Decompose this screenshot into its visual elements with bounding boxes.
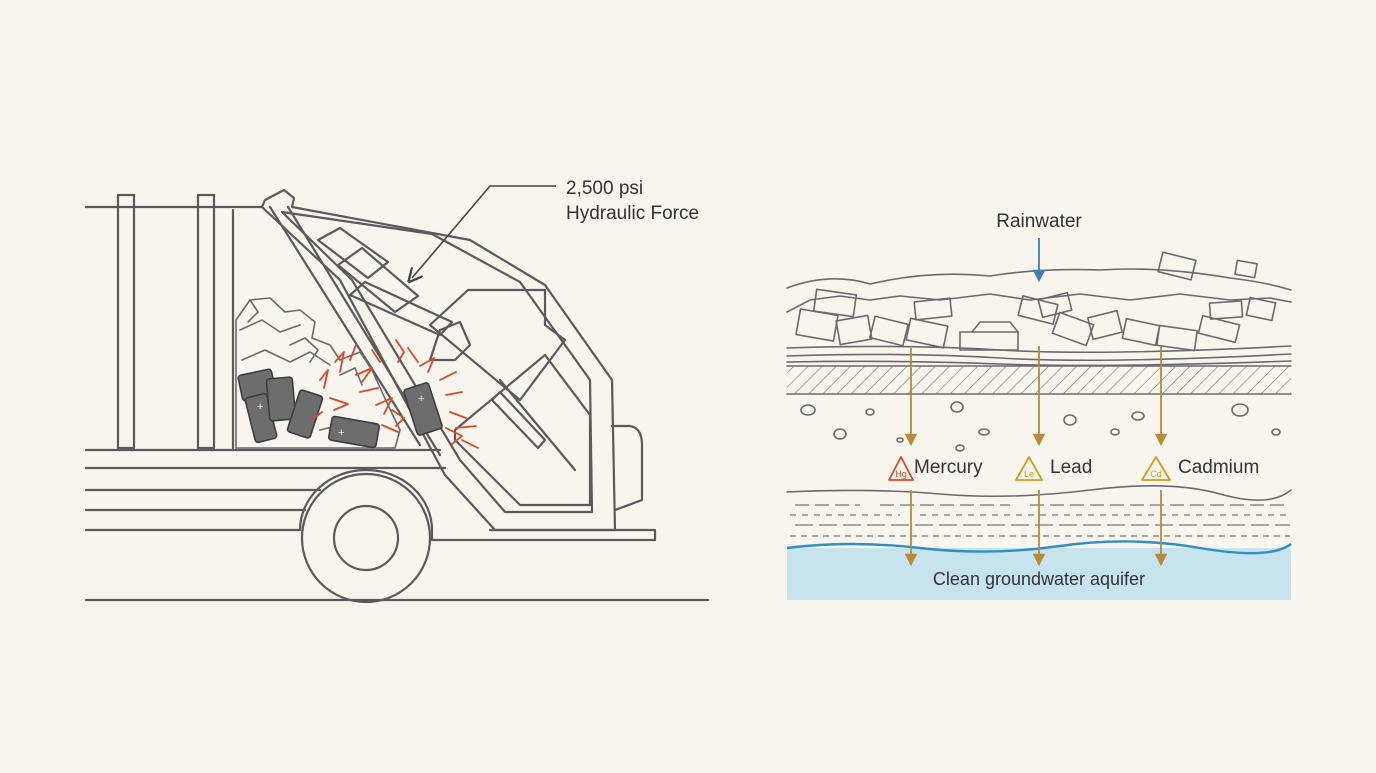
stratum-line-3 <box>786 360 1292 367</box>
battery-plus-2: + <box>338 427 344 439</box>
wheel <box>300 472 432 604</box>
packer-blade-joint <box>428 320 472 362</box>
wheel-hub <box>332 504 400 572</box>
tailgate-inner <box>280 210 594 514</box>
force-label-line1: 2,500 psi <box>566 178 643 199</box>
hazard-triangle-icon <box>1141 456 1171 481</box>
packer-blade <box>268 205 422 447</box>
contaminant-lead: Le Lead <box>1015 456 1092 481</box>
contaminant-cadmium: Cd Cadmium <box>1141 456 1259 481</box>
tailgate-frame <box>260 188 617 532</box>
contaminant-mercury: Hg Mercury <box>888 456 983 481</box>
contaminant-symbol: Le <box>1024 469 1034 479</box>
hazard-triangle-icon <box>888 456 914 481</box>
cylinder-mount <box>316 226 390 280</box>
contaminant-symbol: Cd <box>1150 469 1162 479</box>
contaminant-name: Mercury <box>914 457 983 478</box>
truck-post-1 <box>116 193 136 450</box>
aquifer-label: Clean groundwater aquifer <box>933 569 1145 589</box>
wheel-arch <box>298 468 657 542</box>
landfill-section: Clean groundwater aquifer <box>786 211 1292 600</box>
crushed-batteries: + + + <box>237 368 443 449</box>
hydraulic-rod <box>348 280 454 337</box>
tailgate-handle <box>490 390 547 450</box>
stratum-line-2 <box>786 353 1292 362</box>
hazard-triangle-icon <box>1015 456 1043 481</box>
tail-light <box>610 424 644 512</box>
tailgate-brace <box>498 378 577 472</box>
tailgate-panel-top <box>428 288 567 402</box>
tailgate-panel-bottom <box>453 353 592 507</box>
rain-label: Rainwater <box>996 211 1082 232</box>
truck-post-2 <box>196 193 216 450</box>
battery-plus-3: + <box>418 393 424 405</box>
force-label-line2: Hydraulic Force <box>566 203 699 224</box>
battery-4 <box>286 389 324 439</box>
water-table-line <box>786 540 1292 555</box>
contaminant-name: Cadmium <box>1178 457 1259 478</box>
battery-5 <box>327 415 381 449</box>
landfill-surface <box>786 268 1292 291</box>
hydraulic-cylinder <box>336 246 420 314</box>
contaminant-symbol: Hg <box>895 469 907 479</box>
battery-3 <box>265 376 297 422</box>
debris-layer <box>786 251 1292 352</box>
garbage-truck: + + + 2,500 <box>84 178 710 604</box>
pebbles <box>800 401 1281 452</box>
battery-sparks <box>311 339 479 449</box>
contaminant-name: Lead <box>1050 457 1092 478</box>
clay-layer-dashes <box>790 504 1290 537</box>
force-callout-arrow <box>412 185 556 278</box>
battery-6 <box>403 382 443 436</box>
clay-layer-top <box>786 485 1292 501</box>
battery-plus-1: + <box>257 401 263 413</box>
